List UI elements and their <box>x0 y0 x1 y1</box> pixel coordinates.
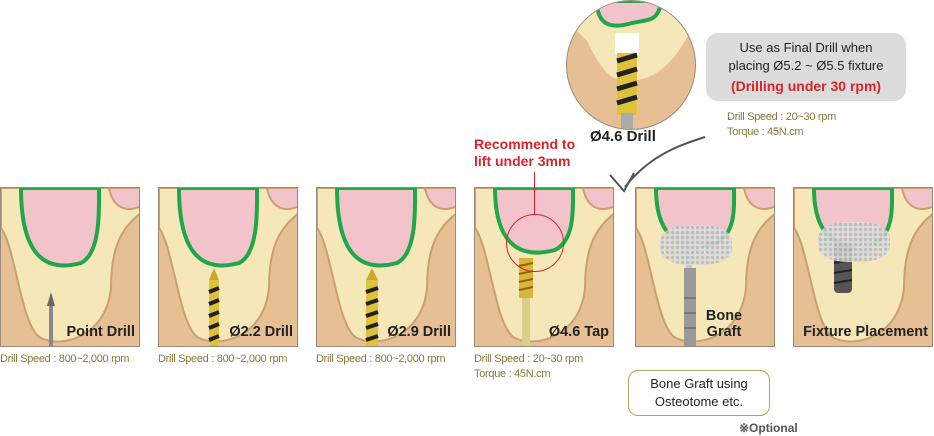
detail-torque: Torque : 45N.cm <box>727 126 804 138</box>
recommend-note: Recommend to lift under 3mm <box>474 136 575 170</box>
recommend-line-2: lift under 3mm <box>474 153 571 169</box>
step-panel-fixture: Fixture Placement <box>793 187 933 347</box>
connector-arrow <box>609 136 706 193</box>
spec-line: Torque : 45N.cm <box>474 368 551 380</box>
callout-line-1: Use as Final Drill when <box>739 40 873 55</box>
drill22-illustration <box>159 188 297 346</box>
spec-line: Drill Speed : 20~30 rpm <box>474 353 583 365</box>
step-panel-drill29: Ø2.9 Drill <box>316 187 456 347</box>
step-specs: Drill Speed : 800~2,000 rpm <box>158 352 287 367</box>
optional-note: ※Optional <box>739 421 798 435</box>
lift-limit-circle <box>506 214 564 272</box>
recommend-pointer <box>534 172 535 214</box>
callout-line-2: placing Ø5.2 ~ Ø5.5 fixture <box>728 58 884 73</box>
step-label: Ø2.9 Drill <box>387 324 451 340</box>
drill29-illustration <box>317 188 455 346</box>
spec-line: Drill Speed : 800~2,000 rpm <box>0 353 130 365</box>
bone-graft-particles <box>818 222 890 262</box>
point-illustration <box>1 188 139 346</box>
graft-note-line-1: Bone Graft using <box>650 376 748 391</box>
detail-speed: Drill Speed : 20~30 rpm <box>727 111 836 123</box>
step-specs: Drill Speed : 800~2,000 rpm <box>316 352 445 367</box>
step-panel-tap: Ø4.6 Tap <box>474 187 614 347</box>
bone-graft-note: Bone Graft using Osteotome etc. <box>628 370 770 416</box>
detail-specs: Drill Speed : 20~30 rpm Torque : 45N.cm <box>727 110 836 140</box>
step-specs: Drill Speed : 800~2,000 rpm <box>0 352 129 367</box>
step-panel-osteotome: Bone Graft <box>635 187 775 347</box>
callout-line-3: (Drilling under 30 rpm) <box>730 78 882 94</box>
step-label: Point Drill <box>66 324 135 340</box>
step-label: Ø2.2 Drill <box>229 324 293 340</box>
spec-line: Drill Speed : 800~2,000 rpm <box>158 353 288 365</box>
graft-note-line-2: Osteotome etc. <box>654 394 744 409</box>
step-label: Bone Graft <box>705 308 743 340</box>
tap-illustration <box>475 188 613 346</box>
spec-line: Drill Speed : 800~2,000 rpm <box>316 353 446 365</box>
recommend-line-1: Recommend to <box>474 136 576 152</box>
final-drill-callout: Use as Final Drill when placing Ø5.2 ~ Ø… <box>706 33 906 101</box>
step-panel-drill22: Ø2.2 Drill <box>158 187 298 347</box>
bone-graft-particles <box>660 225 732 265</box>
step-label: Ø4.6 Tap <box>548 324 609 340</box>
drill-detail-circle <box>566 0 696 130</box>
step-label: Fixture Placement <box>803 324 928 340</box>
step-panel-point: Point Drill <box>0 187 140 347</box>
drill-detail-label: Ø4.6 Drill <box>590 128 656 145</box>
